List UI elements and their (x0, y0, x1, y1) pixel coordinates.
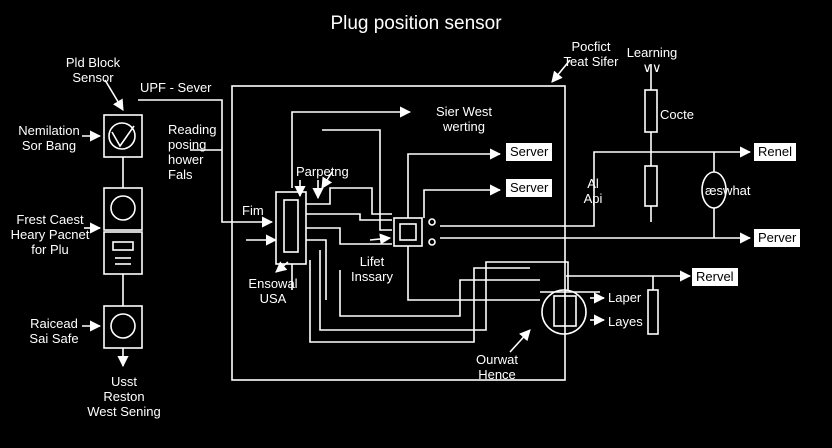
label-eswhat: æswhat (705, 183, 751, 198)
resistor-top (644, 89, 658, 133)
label-pocfict-line1: Pocfict (571, 39, 611, 54)
label-parpetng: Parpetng (296, 164, 349, 179)
label-laper: Laper (608, 290, 641, 305)
label-learning-line1: Learning (626, 45, 678, 60)
diagram-title-text: Plug position sensor (330, 13, 502, 34)
label-usst: Usst Reston West Sening (76, 374, 172, 419)
perver-box: Perver (754, 229, 801, 247)
label-reading-line4: Fals (168, 167, 193, 182)
label-ensowal: Ensowal USA (240, 276, 306, 306)
label-raicead-line1: Raicead (30, 316, 78, 331)
label-ourwat-line1: Ourwat (476, 352, 518, 367)
sensor-frest (103, 187, 143, 231)
label-reading-line1: Reading (168, 122, 217, 137)
relay-component (393, 217, 423, 247)
label-frest-caest-line2: Heary Pacnet (10, 227, 90, 242)
label-fim: Fim (242, 203, 264, 218)
label-fim-text: Fim (242, 203, 264, 218)
label-nemilation-line1: Nemilation (18, 123, 80, 138)
label-pld-block-line2: Sensor (72, 70, 114, 85)
label-eswhat-text: æswhat (705, 183, 751, 198)
label-raicead: Raicead Sai Safe (14, 316, 94, 346)
label-ai-api: Al Api (578, 176, 608, 206)
laper-component (541, 289, 587, 335)
label-reading: Reading posing hower Fals (168, 122, 216, 182)
sensor-raicead (103, 305, 143, 349)
label-ourwat-line2: Hence (478, 367, 516, 382)
label-usst-line3: West Sening (87, 404, 161, 419)
label-usst-line1: Usst (111, 374, 137, 389)
label-ai-api-line2: Api (583, 191, 603, 206)
label-frest-caest: Frest Caest Heary Pacnet for Plu (2, 212, 98, 257)
connector-block (275, 191, 307, 265)
resistor-mid (644, 165, 658, 207)
label-raicead-line2: Sai Safe (29, 331, 79, 346)
label-sier-west-line2: werting (443, 119, 485, 134)
label-learning: Learning ∨∨ (622, 45, 682, 75)
label-upf-server: UPF - Sever (140, 80, 212, 95)
label-reading-line3: hower (168, 152, 204, 167)
label-lifet-line2: Inssary (351, 269, 393, 284)
label-nemilation: Nemilation Sor Bang (6, 123, 92, 153)
label-lifet-line1: Lifet (359, 254, 385, 269)
label-pld-block: Pld Block Sensor (48, 55, 138, 85)
label-cocte: Cocte (660, 107, 694, 122)
label-reading-line2: posing (168, 137, 207, 152)
label-learning-line2: ∨∨ (642, 60, 662, 75)
main-enclosure (231, 85, 566, 381)
label-upf-server-text: UPF - Sever (140, 80, 212, 95)
renel-box: Renel (754, 143, 796, 161)
label-ourwat: Ourwat Hence (462, 352, 532, 382)
label-ensowal-line2: USA (259, 291, 287, 306)
label-laper-text: Laper (608, 290, 642, 305)
laper-column (647, 289, 659, 335)
label-sier-west-line1: Sier West (435, 104, 493, 119)
label-pocfict-line2: Teat Sifer (563, 54, 619, 69)
label-nemilation-line2: Sor Bang (21, 138, 77, 153)
label-usst-line2: Reston (103, 389, 145, 404)
label-frest-caest-line1: Frest Caest (16, 212, 84, 227)
label-lifet: Lifet Inssary (340, 254, 404, 284)
sensor-heary (103, 231, 143, 275)
label-cocte-text: Cocte (660, 107, 694, 122)
label-ensowal-line1: Ensowal (248, 276, 298, 291)
label-pld-block-line1: Pld Block (65, 55, 121, 70)
label-parpetng-text: Parpetng (296, 164, 349, 179)
label-frest-caest-line3: for Plu (31, 242, 69, 257)
label-pocfict: Pocfict Teat Sifer (558, 39, 624, 69)
label-layes-text: Layes (608, 314, 643, 329)
rervel-box: Rervel (692, 268, 738, 286)
label-layes: Layes (608, 314, 643, 329)
server-box-2: Server (506, 179, 553, 197)
diagram-title: Plug position sensor (0, 13, 832, 35)
server-box-1: Server (506, 143, 553, 161)
label-ai-api-line1: Al (587, 176, 599, 191)
label-sier-west: Sier West werting (424, 104, 504, 134)
